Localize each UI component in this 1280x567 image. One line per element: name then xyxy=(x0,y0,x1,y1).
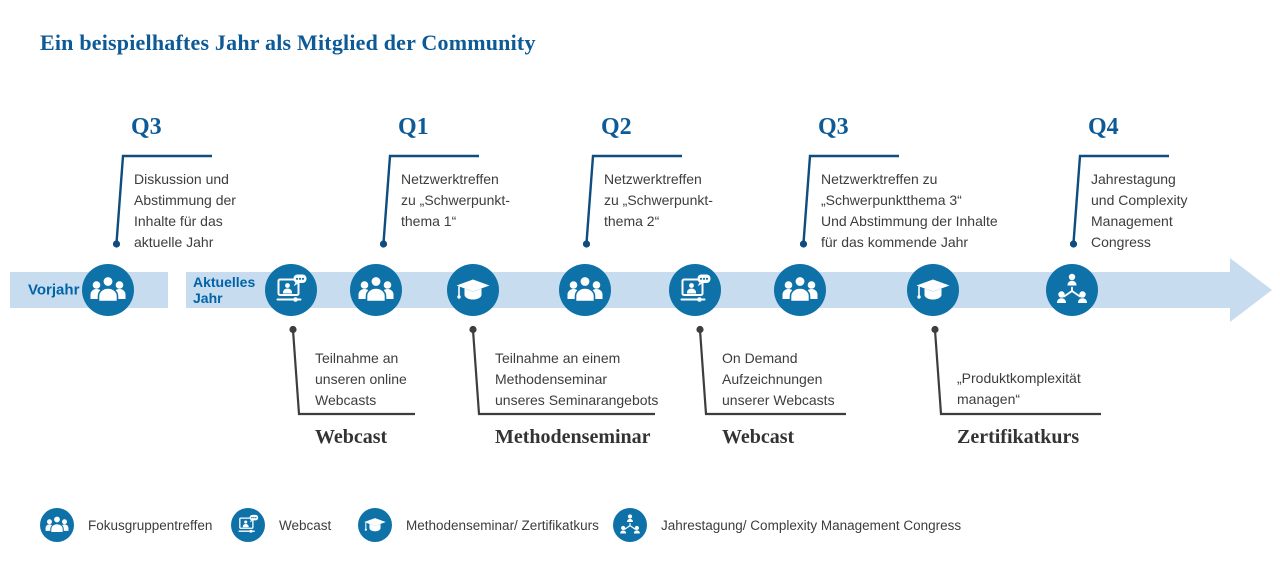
jahrestagung-icon xyxy=(1046,264,1098,316)
event-label: Zertifikatkurs xyxy=(957,426,1080,448)
legend-label: Jahrestagung/ Complexity Management Cong… xyxy=(661,517,962,533)
bracket-line-icon xyxy=(380,154,479,248)
vorjahr-label: Vorjahr xyxy=(28,281,80,299)
webcast-icon xyxy=(669,264,721,316)
quarter-label: Q3 xyxy=(818,114,849,140)
timeline-arrowhead-icon xyxy=(1230,258,1272,322)
event-label: Webcast xyxy=(315,426,388,448)
event-label: Methodenseminar xyxy=(495,426,651,448)
event-description: Teilnahme an einem Methodenseminar unser… xyxy=(495,350,659,408)
webcast-icon xyxy=(265,264,317,316)
bracket-line-icon xyxy=(800,154,899,248)
legend-label: Webcast xyxy=(279,517,332,533)
bracket-line-icon xyxy=(1070,154,1169,248)
fokusgruppentreffen-icon xyxy=(40,508,74,542)
legend-item-fokusgruppentreffen: Fokusgruppentreffen xyxy=(40,508,212,542)
legend-item-methodenseminar: Methodenseminar/ Zertifikatkurs xyxy=(358,508,599,542)
quarter-description: Netzwerktreffen zu „Schwerpunkt- thema 1… xyxy=(401,171,510,229)
quarter-annotation-q4: Q4 Jahrestagung und Complexity Managemen… xyxy=(1070,112,1280,262)
quarter-label: Q2 xyxy=(601,114,632,140)
bracket-line-icon xyxy=(113,154,212,248)
methodenseminar-icon xyxy=(358,508,392,542)
quarter-annotation-q2: Q2 Netzwerktreffen zu „Schwerpunkt- them… xyxy=(583,112,823,262)
bracket-line-icon xyxy=(583,154,682,248)
methodenseminar-icon xyxy=(447,264,499,316)
bracket-line-icon xyxy=(289,325,415,416)
quarter-description: Diskussion und Abstimmung der Inhalte fü… xyxy=(134,171,236,250)
methodenseminar-icon xyxy=(907,264,959,316)
legend-label: Fokusgruppentreffen xyxy=(88,517,213,533)
legend-label: Methodenseminar/ Zertifikatkurs xyxy=(406,517,599,533)
page-title: Ein beispielhaftes Jahr als Mitglied der… xyxy=(40,30,536,55)
event-label: Webcast xyxy=(722,426,795,448)
quarter-description: Netzwerktreffen zu „Schwerpunkt- thema 2… xyxy=(604,171,713,229)
bracket-line-icon xyxy=(931,325,1101,416)
fokusgruppentreffen-icon xyxy=(350,264,402,316)
webcast-icon xyxy=(231,508,265,542)
legend-item-jahrestagung: Jahrestagung/ Complexity Management Cong… xyxy=(613,508,961,542)
fokusgruppentreffen-icon xyxy=(774,264,826,316)
quarter-description: Netzwerktreffen zu „Schwerpunktthema 3“ … xyxy=(821,171,998,250)
event-description: „Produktkomplexität managen“ xyxy=(957,370,1081,407)
quarter-annotation-q3: Q3 Netzwerktreffen zu „Schwerpunktthema … xyxy=(800,112,1040,262)
aktuelles-jahr-label: Aktuelles Jahr xyxy=(193,274,256,306)
quarter-label: Q4 xyxy=(1088,114,1119,140)
bracket-line-icon xyxy=(696,325,846,416)
fokusgruppentreffen-icon xyxy=(559,264,611,316)
quarter-annotation-q1: Q1 Netzwerktreffen zu „Schwerpunkt- them… xyxy=(380,112,620,262)
bracket-line-icon xyxy=(469,325,655,416)
event-description: On Demand Aufzeichnungen unserer Webcast… xyxy=(722,350,835,408)
legend-item-webcast: Webcast xyxy=(231,508,331,542)
fokusgruppentreffen-icon xyxy=(82,264,134,316)
quarter-label: Q1 xyxy=(398,114,429,140)
event-description: Teilnahme an unseren online Webcasts xyxy=(315,350,407,408)
jahrestagung-icon xyxy=(613,508,647,542)
quarter-description: Jahrestagung und Complexity Management C… xyxy=(1091,171,1188,250)
quarter-label: Q3 xyxy=(131,114,162,140)
quarter-annotation-q3-vorjahr: Q3 Diskussion und Abstimmung der Inhalte… xyxy=(113,112,353,262)
